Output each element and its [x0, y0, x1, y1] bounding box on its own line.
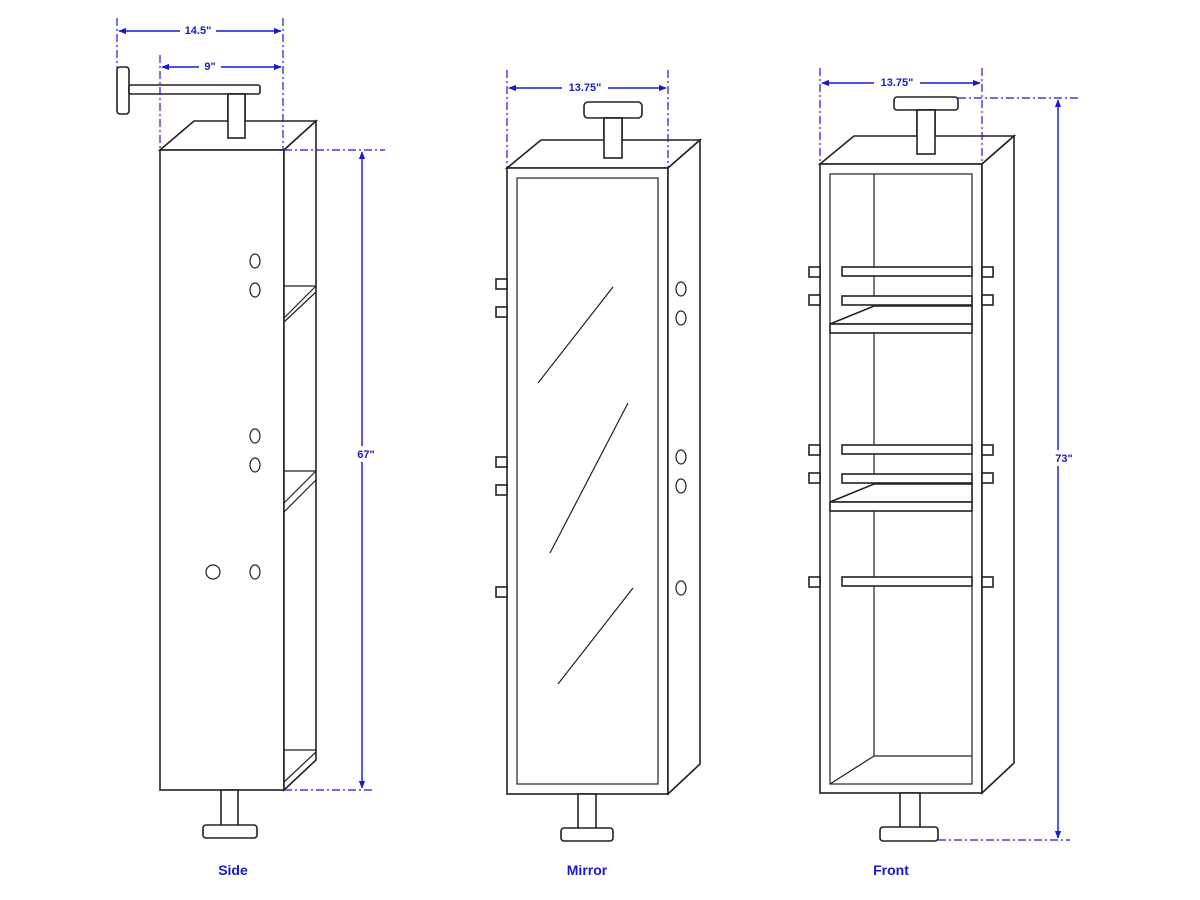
front-cabinet-body — [808, 109, 1017, 795]
front-bottom-pivot — [879, 792, 939, 842]
front-view: 13.75" 73" Front — [808, 68, 1080, 878]
mirror-cabinet-body — [495, 117, 703, 796]
mirror-view: 13.75" Mirror — [495, 70, 703, 878]
mirror-caption: Mirror — [567, 862, 608, 878]
mirror-bottom-pivot — [560, 793, 614, 842]
side-bottom-pivot — [202, 789, 258, 839]
side-caption: Side — [218, 862, 248, 878]
side-cabinet-body — [157, 93, 319, 792]
front-width-label: 13.75" — [881, 77, 914, 89]
side-top-depth-label: 14.5" — [185, 25, 212, 37]
side-arm-depth-label: 9" — [204, 61, 215, 73]
side-view: 14.5" 9" 67" Side — [116, 18, 385, 878]
mirror-width-label: 13.75" — [569, 82, 602, 94]
side-height-label: 67" — [357, 449, 374, 461]
front-height-label: 73" — [1055, 453, 1072, 465]
side-dimensions — [116, 18, 385, 791]
front-caption: Front — [873, 862, 909, 878]
